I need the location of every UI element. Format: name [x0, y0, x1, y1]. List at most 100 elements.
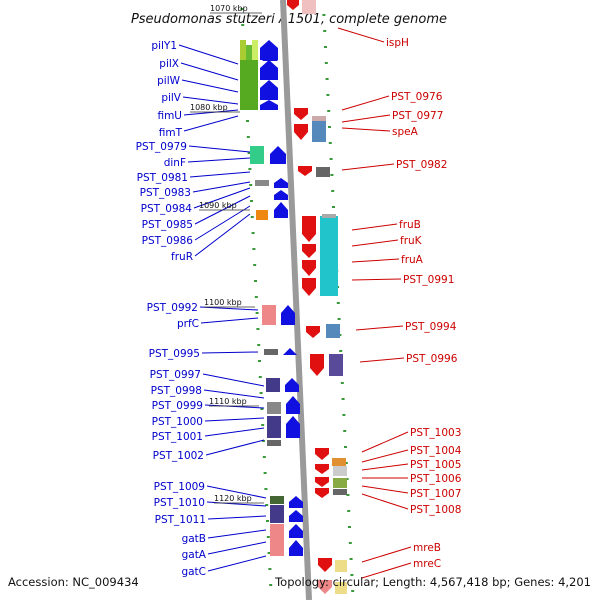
gene-block — [266, 378, 280, 392]
gene-label[interactable]: PST_0995 — [149, 348, 200, 360]
gene-label[interactable]: pilY1 — [151, 40, 177, 52]
forward-gene-arrow — [289, 510, 303, 522]
gene-label[interactable]: PST_0996 — [406, 353, 458, 365]
guide-dot — [260, 408, 264, 410]
gene-label[interactable]: mreB — [413, 542, 441, 554]
guide-dot — [328, 126, 331, 128]
forward-gene-arrow — [260, 100, 278, 110]
gene-label[interactable]: PST_1001 — [152, 431, 203, 443]
gene-label[interactable]: PST_0985 — [142, 219, 193, 231]
guide-dot — [266, 536, 270, 538]
gene-label[interactable]: dinF — [164, 157, 186, 169]
gene-label[interactable]: speA — [392, 126, 419, 138]
tick-label: 1090 kbp — [199, 201, 237, 210]
guide-dot — [269, 584, 273, 586]
label-connector — [361, 449, 409, 463]
label-connector — [192, 181, 251, 193]
gene-label[interactable]: PST_1002 — [153, 450, 204, 462]
gene-label[interactable]: PST_0977 — [392, 110, 443, 122]
gene-label[interactable]: PST_0976 — [391, 91, 443, 103]
forward-gene-arrow — [262, 72, 278, 79]
forward-gene-arrow — [262, 81, 278, 88]
gene-block — [335, 560, 347, 572]
guide-dot — [327, 110, 331, 112]
gene-block — [255, 180, 269, 186]
gene-label[interactable]: prfC — [177, 318, 199, 330]
guide-dot — [262, 440, 265, 442]
gene-label[interactable]: PST_0991 — [403, 274, 454, 286]
gene-label[interactable]: fimU — [157, 110, 182, 122]
guide-dot — [261, 424, 265, 426]
gene-label[interactable]: PST_0983 — [140, 187, 191, 199]
guide-dot — [328, 142, 332, 144]
genome-backbone — [280, 0, 312, 600]
gene-label[interactable]: fruA — [401, 254, 424, 266]
reverse-gene-arrow — [298, 166, 312, 176]
gene-label[interactable]: fimT — [159, 127, 183, 139]
guide-dot — [257, 344, 261, 346]
gene-label[interactable]: PST_1007 — [410, 488, 461, 500]
label-connector — [361, 431, 409, 453]
reverse-gene-arrow — [302, 216, 316, 242]
gene-label[interactable]: PST_1004 — [410, 445, 462, 457]
gene-label[interactable]: fruR — [171, 251, 193, 263]
guide-dot — [266, 520, 269, 522]
gene-label[interactable]: PST_1010 — [154, 497, 205, 509]
gene-label[interactable]: PST_1011 — [155, 514, 206, 526]
gene-label[interactable]: PST_1006 — [410, 473, 462, 485]
label-connector — [207, 555, 267, 572]
gene-label[interactable]: PST_0997 — [150, 369, 201, 381]
gene-block — [250, 146, 264, 164]
forward-gene-arrow — [270, 146, 286, 164]
gene-label[interactable]: pilW — [157, 75, 180, 87]
forward-gene-arrow — [283, 348, 297, 355]
gene-label[interactable]: PST_0999 — [152, 400, 203, 412]
gene-block — [270, 505, 284, 523]
gene-label[interactable]: PST_0986 — [142, 235, 194, 247]
gene-label[interactable]: PST_1008 — [410, 504, 461, 516]
gene-label[interactable]: gatA — [182, 549, 207, 561]
gene-label[interactable]: PST_0984 — [141, 203, 193, 215]
gene-block — [262, 305, 276, 325]
gene-label[interactable]: ispH — [386, 37, 409, 49]
label-connector — [204, 404, 265, 409]
tick-label: 1110 kbp — [209, 397, 247, 406]
label-connector — [361, 493, 409, 510]
accession-text: Accession: NC_009434 — [8, 575, 139, 589]
gene-block — [302, 0, 316, 14]
gene-label[interactable]: PST_0982 — [396, 159, 447, 171]
gene-label[interactable]: pilV — [161, 92, 181, 104]
guide-dot — [324, 46, 327, 48]
gene-label[interactable]: PST_0981 — [137, 172, 188, 184]
guide-dot — [249, 184, 253, 186]
gene-label[interactable]: fruK — [400, 235, 423, 247]
gene-label[interactable]: PST_1003 — [410, 427, 461, 439]
guide-dot — [267, 552, 271, 554]
gene-label[interactable]: PST_0998 — [151, 385, 202, 397]
label-connector — [181, 79, 239, 93]
gene-label[interactable]: pilX — [159, 58, 179, 70]
reverse-gene-arrow — [302, 260, 316, 276]
guide-dot — [349, 558, 353, 560]
label-connectors — [178, 27, 412, 579]
gene-label[interactable]: mreC — [413, 558, 441, 570]
label-connector — [359, 357, 405, 363]
left-gene-labels: pilY1 pilX pilW pilV fimU fimT PST_0979 … — [136, 40, 207, 578]
gene-label[interactable]: PST_0992 — [147, 302, 198, 314]
guide-dot — [337, 318, 341, 320]
forward-gene-arrow — [286, 396, 300, 414]
gene-label[interactable]: gatB — [182, 533, 206, 545]
gene-block — [312, 120, 326, 142]
gene-label[interactable]: PST_0979 — [136, 141, 187, 153]
guide-dot — [341, 398, 345, 400]
forward-gene-arrow — [285, 378, 299, 392]
gene-label[interactable]: PST_1000 — [152, 416, 203, 428]
gene-label[interactable]: PST_1009 — [154, 481, 205, 493]
gene-label[interactable]: gatC — [181, 566, 206, 578]
gene-label[interactable]: PST_0994 — [405, 321, 457, 333]
gene-label[interactable]: PST_1005 — [410, 459, 461, 471]
reverse-gene-arrow — [287, 0, 299, 10]
label-connector — [194, 213, 251, 257]
forward-gene-arrow — [274, 178, 288, 188]
gene-label[interactable]: fruB — [399, 219, 421, 231]
